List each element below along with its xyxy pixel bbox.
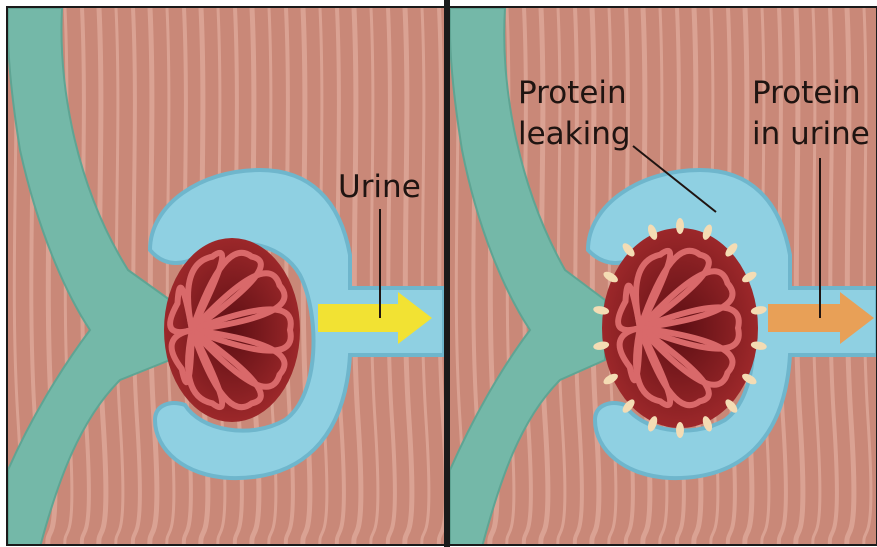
protein-particle	[676, 218, 684, 234]
label-protein-leaking-line1: Protein	[518, 75, 627, 111]
label-urine: Urine	[338, 169, 421, 205]
panel-divider	[444, 0, 450, 547]
healthy-panel: Urine	[8, 8, 446, 547]
protein-particle	[676, 422, 684, 438]
label-protein-leaking-line2: leaking	[518, 116, 631, 152]
damaged-panel: Protein leaking Protein in urine	[450, 8, 877, 547]
label-protein-in-urine-line2: in urine	[752, 116, 870, 152]
label-protein-in-urine-line1: Protein	[752, 75, 861, 111]
